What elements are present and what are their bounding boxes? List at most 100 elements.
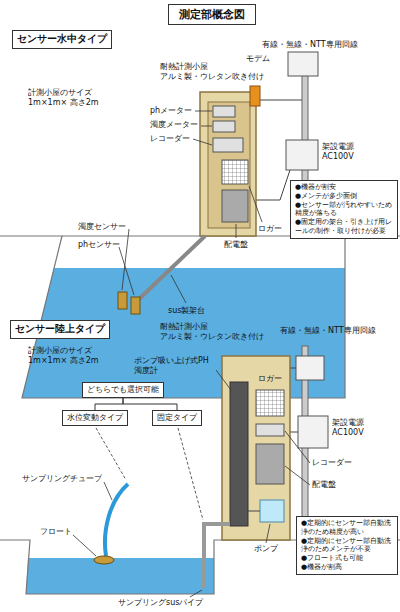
box-text: 水位変動タイプ <box>67 413 123 423</box>
line-box <box>288 52 318 76</box>
note-line: ●機器が割高 <box>301 563 393 572</box>
measurement-hut <box>222 356 290 540</box>
hut-label: 耐熱計測小屋 アルミ製・ウレタン吹き付け <box>160 62 272 82</box>
choice-box: どちらでも選択可能 <box>82 382 164 398</box>
note-line: ●機器が割安 <box>295 183 393 192</box>
bracket-connector <box>123 398 177 410</box>
diagram-title: 測定部概念図 <box>168 4 256 25</box>
part-label: ロガー <box>258 224 282 234</box>
power-label: 架設電源 AC100V <box>322 142 368 162</box>
note-line: ●定期的にセンサー部自動洗浄のためメンテが不要 <box>301 537 393 555</box>
leader-line <box>195 111 212 112</box>
cable <box>290 368 296 369</box>
note-line: ●定期的にセンサー部自動洗浄のため精度が高い <box>301 519 393 537</box>
box-text: どちらでも選択可能 <box>87 385 159 395</box>
dashed-pointers <box>96 428 203 520</box>
part-label: ポンプ <box>254 544 278 554</box>
size-note: 計測小屋のサイズ 1m×1m× 高さ2m <box>28 88 106 108</box>
size-note: 計測小屋のサイズ 1m×1m× 高さ2m <box>28 346 106 366</box>
recorder <box>256 424 284 436</box>
part-label: モデム <box>246 54 270 64</box>
leader-line <box>193 139 212 145</box>
part-label: ポンプ吸い上げ式PH 濁度計 <box>134 356 216 376</box>
hut-panel <box>208 102 250 228</box>
part-label: レコーダー <box>312 458 352 468</box>
pump-hose <box>248 511 260 512</box>
box-text: センサー水中タイプ <box>17 33 107 46</box>
note-line: ●センサー部が汚れやすいため精度が落ちる <box>295 201 393 219</box>
water <box>26 558 214 594</box>
leader-line <box>249 186 262 222</box>
note-line: ●フロート式も可能 <box>301 554 393 563</box>
ph-meter <box>213 106 235 117</box>
cable <box>256 100 302 101</box>
line-box <box>296 356 324 380</box>
line-label: 有線・無線・NTT専用回線 <box>262 40 358 50</box>
leader-line <box>190 590 202 597</box>
power-box <box>286 140 318 170</box>
part-label: 配電盤 <box>224 240 248 250</box>
modem <box>250 86 260 106</box>
power-box <box>298 416 328 448</box>
logger-keys <box>256 390 284 416</box>
bracket-connector <box>95 398 123 410</box>
recorder <box>213 138 243 152</box>
distribution-panel <box>222 190 248 222</box>
logger <box>256 390 284 416</box>
section-heading: センサー陸上タイプ <box>10 320 110 339</box>
part-label: サンプリングチューブ <box>22 474 102 484</box>
pump <box>260 500 284 522</box>
cable <box>256 170 290 200</box>
part-label: サンプリングsusパイプ <box>118 598 203 608</box>
leader-lines <box>73 370 310 597</box>
sampling-tube <box>105 484 128 556</box>
float <box>94 556 114 564</box>
distribution-panel <box>256 444 284 484</box>
logger-keys <box>222 160 248 184</box>
hut-label: 耐熱計測小屋 アルミ製・ウレタン吹き付け <box>160 322 272 342</box>
leader-line <box>104 482 112 500</box>
turbidity-meter <box>213 121 235 132</box>
cable <box>290 432 298 433</box>
part-label: フロート <box>40 527 72 537</box>
leader-line <box>216 370 231 390</box>
leader-line <box>119 247 134 295</box>
dashed-pointer <box>178 428 203 520</box>
leader-line <box>73 535 96 556</box>
part-label: レコーダー <box>150 134 190 144</box>
type-box: 水位変動タイプ <box>62 410 128 426</box>
power-label: 架設電源 AC100V <box>332 418 378 438</box>
leader-line <box>236 224 237 238</box>
part-label: 濁度メーター <box>150 120 198 130</box>
note-line: ●メンテが多少面倒 <box>295 192 393 201</box>
measurement-hut <box>200 92 256 236</box>
leader-line <box>285 466 310 485</box>
leader-line <box>266 524 270 543</box>
part-label: 濁度センサー <box>78 222 126 232</box>
note-line: ●固定用の架台・引き上げ用レールの制作・取り付けが必要 <box>295 218 393 236</box>
part-label: ロガー <box>258 374 282 384</box>
leader-line <box>285 431 310 463</box>
logger <box>222 160 248 184</box>
sus-mount <box>138 236 205 300</box>
box-text: センサー陸上タイプ <box>15 323 105 336</box>
leader-line <box>201 126 212 127</box>
part-label: 配電盤 <box>312 480 336 490</box>
pit-outline <box>0 236 400 398</box>
ph-sensor <box>131 297 140 314</box>
dashed-pointer <box>96 428 126 480</box>
part-label: phセンサー <box>78 240 120 250</box>
part-label: sus製架台 <box>168 306 205 316</box>
note-box: ●定期的にセンサー部自動洗浄のため精度が高い●定期的にセンサー部自動洗浄のためメ… <box>296 516 398 575</box>
pump-ph-turbidity-meter <box>230 382 248 526</box>
note-box: ●機器が割安●メンテが多少面倒●センサー部が汚れやすいため精度が落ちる●固定用の… <box>290 180 398 239</box>
section-heading: センサー水中タイプ <box>12 30 112 49</box>
line-label: 有線・無線・NTT専用回線 <box>280 326 376 336</box>
turbidity-sensor <box>118 292 127 309</box>
sampling-sus-pipe <box>204 524 230 588</box>
leader-line <box>171 275 186 303</box>
type-box: 固定タイプ <box>152 410 202 426</box>
box-text: 固定タイプ <box>157 413 197 423</box>
part-label: phメーター <box>150 106 192 116</box>
